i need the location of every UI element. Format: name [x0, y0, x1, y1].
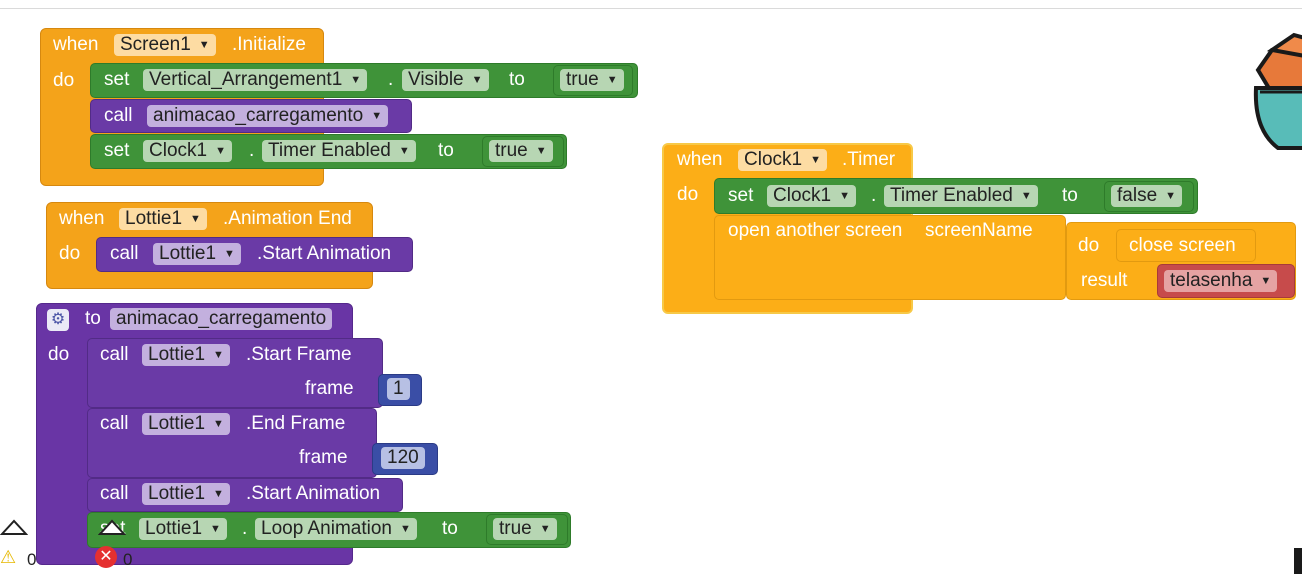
chevron-down-icon: ▼: [1260, 275, 1272, 287]
call-label: call: [100, 344, 129, 365]
chevron-down-icon: ▼: [371, 110, 383, 122]
number-field[interactable]: 1: [387, 378, 410, 400]
property-dropdown[interactable]: Visible▼: [402, 69, 489, 91]
property-dropdown[interactable]: Timer Enabled▼: [884, 185, 1038, 207]
to-label: to: [509, 69, 525, 90]
chevron-down-icon: ▼: [1165, 190, 1177, 202]
call-start-frame-block[interactable]: [87, 338, 383, 408]
chevron-down-icon: ▼: [1020, 190, 1032, 202]
chevron-down-icon: ▼: [215, 145, 226, 157]
component-dropdown[interactable]: Lottie1▼: [142, 344, 230, 366]
chevron-down-icon: ▼: [810, 154, 821, 166]
chevron-down-icon: ▼: [198, 39, 210, 51]
method-name: .Start Animation: [257, 243, 392, 264]
property-dropdown[interactable]: Loop Animation▼: [255, 518, 417, 540]
component-dropdown[interactable]: Screen1▼: [114, 34, 216, 56]
event-name: .Initialize: [232, 34, 306, 55]
to-label: to: [85, 308, 101, 329]
open-screen-label: open another screen: [728, 220, 903, 241]
boolean-dropdown[interactable]: true▼: [489, 140, 553, 162]
component-dropdown[interactable]: Clock1▼: [738, 149, 827, 171]
open-another-screen-block[interactable]: [714, 215, 1066, 300]
trash-can-icon[interactable]: [1250, 30, 1302, 155]
chevron-down-icon: ▼: [224, 248, 235, 260]
do-label: do: [48, 344, 70, 365]
to-label: to: [1062, 185, 1078, 206]
component-dropdown[interactable]: Clock1▼: [143, 140, 232, 162]
chevron-down-icon: ▼: [398, 145, 410, 157]
call-label: call: [104, 105, 133, 126]
component-dropdown[interactable]: Lottie1▼: [153, 243, 241, 265]
dot-label: .: [388, 69, 394, 90]
text-dropdown[interactable]: telasenha▼: [1164, 270, 1278, 292]
component-dropdown[interactable]: Lottie1▼: [139, 518, 227, 540]
chevron-down-icon: ▼: [535, 145, 547, 157]
chevron-down-icon: ▼: [350, 74, 362, 86]
event-name: .Animation End: [223, 208, 352, 229]
component-dropdown[interactable]: Clock1▼: [767, 185, 856, 207]
to-label: to: [438, 140, 454, 161]
when-label: when: [677, 149, 723, 170]
component-dropdown[interactable]: Lottie1▼: [142, 413, 230, 435]
to-label: to: [442, 518, 458, 539]
expand-icon[interactable]: [97, 518, 127, 541]
chevron-down-icon: ▼: [213, 488, 224, 500]
result-label: result: [1081, 270, 1128, 291]
dot-label: .: [242, 518, 248, 539]
warning-icon[interactable]: ⚠: [0, 547, 17, 567]
call-end-frame-block[interactable]: [87, 408, 377, 478]
call-label: call: [100, 483, 129, 504]
dot-label: .: [249, 140, 255, 161]
gear-icon[interactable]: ⚙: [47, 309, 69, 331]
do-label: do: [677, 184, 699, 205]
workspace-top-border: [0, 8, 1302, 9]
procedure-dropdown[interactable]: animacao_carregamento▼: [147, 105, 389, 127]
call-start-animation-block[interactable]: [96, 237, 413, 272]
property-dropdown[interactable]: Timer Enabled▼: [262, 140, 416, 162]
component-dropdown[interactable]: Lottie1▼: [142, 483, 230, 505]
method-name: .Start Animation: [246, 483, 381, 504]
when-label: when: [53, 34, 99, 55]
call-label: call: [110, 243, 139, 264]
boolean-dropdown[interactable]: false▼: [1111, 185, 1183, 207]
chevron-down-icon: ▼: [210, 523, 221, 535]
method-name: .Start Frame: [246, 344, 352, 365]
chevron-down-icon: ▼: [471, 74, 483, 86]
do-label: do: [53, 70, 75, 91]
error-icon[interactable]: ✕: [95, 546, 117, 568]
chevron-down-icon: ▼: [839, 190, 850, 202]
close-screen-label: close screen: [1129, 235, 1236, 256]
warning-count: 0: [27, 550, 37, 569]
event-name: .Timer: [842, 149, 896, 170]
set-label: set: [728, 185, 754, 206]
error-count: 0: [123, 550, 133, 569]
do-label: do: [59, 243, 81, 264]
component-dropdown[interactable]: Lottie1▼: [119, 208, 207, 230]
chevron-down-icon: ▼: [213, 418, 224, 430]
chevron-down-icon: ▼: [400, 523, 411, 535]
procedure-name-field[interactable]: animacao_carregamento: [110, 308, 333, 330]
number-field[interactable]: 120: [381, 447, 425, 469]
method-name: .End Frame: [246, 413, 346, 434]
boolean-dropdown[interactable]: true▼: [493, 518, 557, 540]
collapse-icon[interactable]: [0, 518, 29, 541]
chevron-down-icon: ▼: [213, 349, 224, 361]
chevron-down-icon: ▼: [606, 74, 618, 86]
component-dropdown[interactable]: Vertical_Arrangement1▼: [143, 69, 368, 91]
close-screen-block[interactable]: [1116, 229, 1256, 262]
set-label: set: [104, 140, 130, 161]
dot-label: .: [871, 185, 877, 206]
call-label: call: [100, 413, 129, 434]
call-start-animation-block[interactable]: [87, 478, 403, 512]
chevron-down-icon: ▼: [190, 213, 201, 225]
param-label: frame: [299, 447, 348, 468]
do-label: do: [1078, 235, 1100, 256]
param-label: screenName: [925, 220, 1033, 241]
workspace-resize-handle[interactable]: [1294, 548, 1302, 574]
param-label: frame: [305, 378, 354, 399]
boolean-dropdown[interactable]: true▼: [560, 69, 624, 91]
chevron-down-icon: ▼: [539, 523, 551, 535]
when-label: when: [59, 208, 105, 229]
set-label: set: [104, 69, 130, 90]
